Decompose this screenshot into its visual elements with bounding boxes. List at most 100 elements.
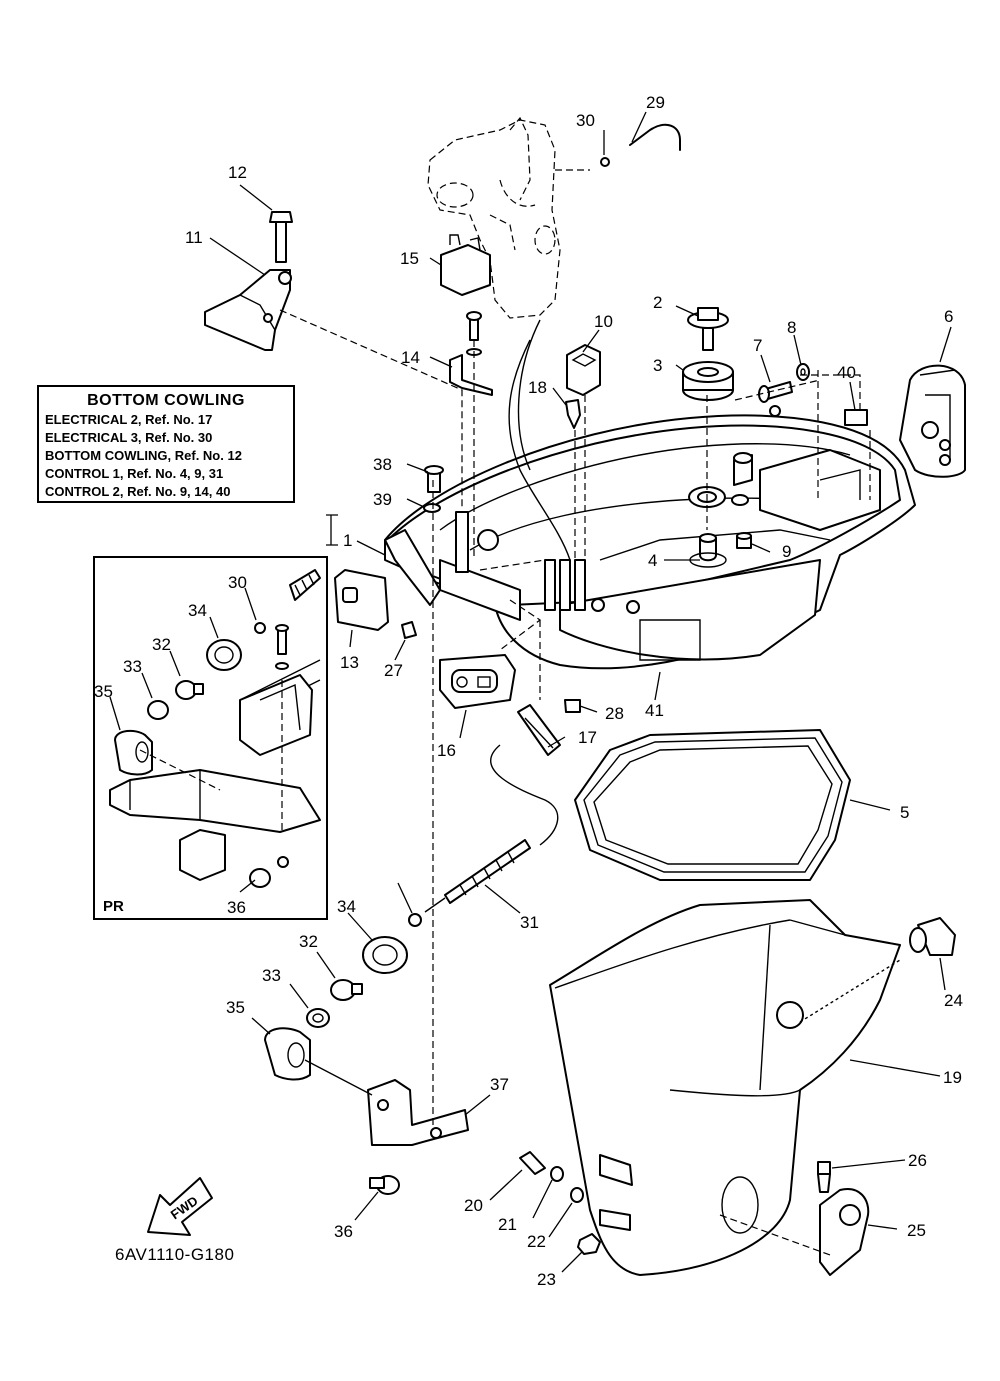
- callout-39: 39: [373, 490, 392, 509]
- callout-6: 6: [944, 307, 953, 326]
- part-23-nut: [577, 1233, 601, 1255]
- part-3-grommet: [682, 361, 734, 401]
- callout-35: 35: [226, 998, 245, 1017]
- legend-title: BOTTOM COWLING: [87, 392, 245, 409]
- callout-41: 41: [645, 701, 664, 720]
- callout-25: 25: [907, 1221, 926, 1240]
- callout-labels: 1 2 3 4 5 6 7 8 9 10 11 12 13 14 15 16 1…: [94, 93, 963, 1289]
- callout-26: 26: [908, 1151, 927, 1170]
- callout-28: 28: [605, 704, 624, 723]
- part-37-bracket: [367, 1079, 469, 1146]
- part-28-screw: [564, 699, 581, 713]
- pr-inset-label: PR: [103, 898, 124, 915]
- inset-artwork: [109, 569, 321, 888]
- callout-37: 37: [490, 1075, 509, 1094]
- callout-40: 40: [837, 363, 856, 382]
- callout-17: 17: [578, 728, 597, 747]
- part-20-bolt: [519, 1151, 546, 1175]
- part-21-washer: [550, 1166, 564, 1182]
- leader-lines: [109, 111, 952, 1273]
- part-11-bracket: [204, 269, 292, 351]
- callout-3: 3: [653, 356, 662, 375]
- part-17-cap: [517, 704, 561, 756]
- part-32-plug: [330, 979, 363, 1001]
- part-22-washer: [570, 1187, 584, 1203]
- callout-12: 12: [228, 163, 247, 182]
- callout-30: 30: [576, 111, 595, 130]
- part-16-switch: [439, 654, 516, 709]
- callout-13: 13: [340, 653, 359, 672]
- callout-33: 33: [262, 966, 281, 985]
- callout-23: 23: [537, 1270, 556, 1289]
- inset-callout-33: 33: [123, 657, 142, 676]
- engine-block-outline: [427, 116, 590, 319]
- assembly-lines: [139, 309, 871, 1256]
- callout-4: 4: [648, 551, 657, 570]
- legend-line: ELECTRICAL 2, Ref. No. 17: [45, 412, 213, 427]
- part-25-bracket: [819, 1188, 870, 1276]
- part-10-plug: [566, 344, 601, 396]
- part-30-clip-top: [600, 157, 610, 167]
- callout-15: 15: [400, 249, 419, 268]
- callout-20: 20: [464, 1196, 483, 1215]
- inset-callout-30: 30: [228, 573, 247, 592]
- part-5-seal: [574, 729, 851, 881]
- part-27-piece: [401, 621, 417, 639]
- part-36-screw: [369, 1175, 400, 1195]
- callout-16: 16: [437, 741, 456, 760]
- part-18-clip: [565, 399, 581, 429]
- part-9-screw: [736, 532, 752, 549]
- legend-box: BOTTOM COWLING ELECTRICAL 2, Ref. No. 17…: [37, 385, 295, 503]
- part-40-label: [844, 409, 868, 426]
- callout-36: 36: [334, 1222, 353, 1241]
- part-35-grommet: [264, 1027, 311, 1081]
- part-34-nut: [362, 936, 408, 974]
- part-13-cover: [334, 569, 389, 631]
- callout-34: 34: [337, 897, 356, 916]
- drawing-code: 6AV1110-G180: [115, 1245, 235, 1264]
- callout-8: 8: [787, 318, 796, 337]
- callout-19: 19: [943, 1068, 962, 1087]
- callout-9: 9: [782, 542, 791, 561]
- inset-callout-32: 32: [152, 635, 171, 654]
- callout-10: 10: [594, 312, 613, 331]
- part-6-bracket: [899, 364, 966, 478]
- callout-38: 38: [373, 455, 392, 474]
- callout-5: 5: [900, 803, 909, 822]
- legend-line: BOTTOM COWLING, Ref. No. 12: [45, 448, 242, 463]
- callout-14: 14: [401, 348, 420, 367]
- part-15-holder: [440, 234, 491, 296]
- callout-2: 2: [653, 293, 662, 312]
- callout-32: 32: [299, 932, 318, 951]
- part-29-hose: [508, 123, 681, 561]
- part-7-bolt: [758, 381, 793, 403]
- part-24-grommet: [909, 917, 956, 956]
- callout-1: 1: [343, 531, 352, 550]
- callout-31: 31: [520, 913, 539, 932]
- bottom-cowling: [384, 405, 916, 670]
- part-30-clip: [408, 913, 422, 927]
- inset-callout-34: 34: [188, 601, 207, 620]
- callout-29: 29: [646, 93, 665, 112]
- part-31-cable: [424, 744, 559, 913]
- inset-callout-35: 35: [94, 682, 113, 701]
- part-33-ring: [306, 1008, 330, 1028]
- part-12-bolt: [269, 211, 293, 263]
- legend-line: CONTROL 2, Ref. No. 9, 14, 40: [45, 484, 231, 499]
- part-26-rivet: [817, 1161, 831, 1193]
- legend-line: ELECTRICAL 3, Ref. No. 30: [45, 430, 213, 445]
- callout-7: 7: [753, 336, 762, 355]
- part-8-washer: [796, 363, 810, 381]
- pr-inset-frame: [93, 556, 328, 920]
- legend-line: CONTROL 1, Ref. No. 4, 9, 31: [45, 466, 224, 481]
- part-14-bracket: [449, 311, 493, 396]
- callout-24: 24: [944, 991, 963, 1010]
- part-38-screw: [424, 465, 444, 493]
- callout-27: 27: [384, 661, 403, 680]
- inset-callout-36: 36: [227, 898, 246, 917]
- callout-18: 18: [528, 378, 547, 397]
- callout-11: 11: [185, 228, 203, 247]
- fwd-arrow-icon: FWD: [147, 1177, 213, 1236]
